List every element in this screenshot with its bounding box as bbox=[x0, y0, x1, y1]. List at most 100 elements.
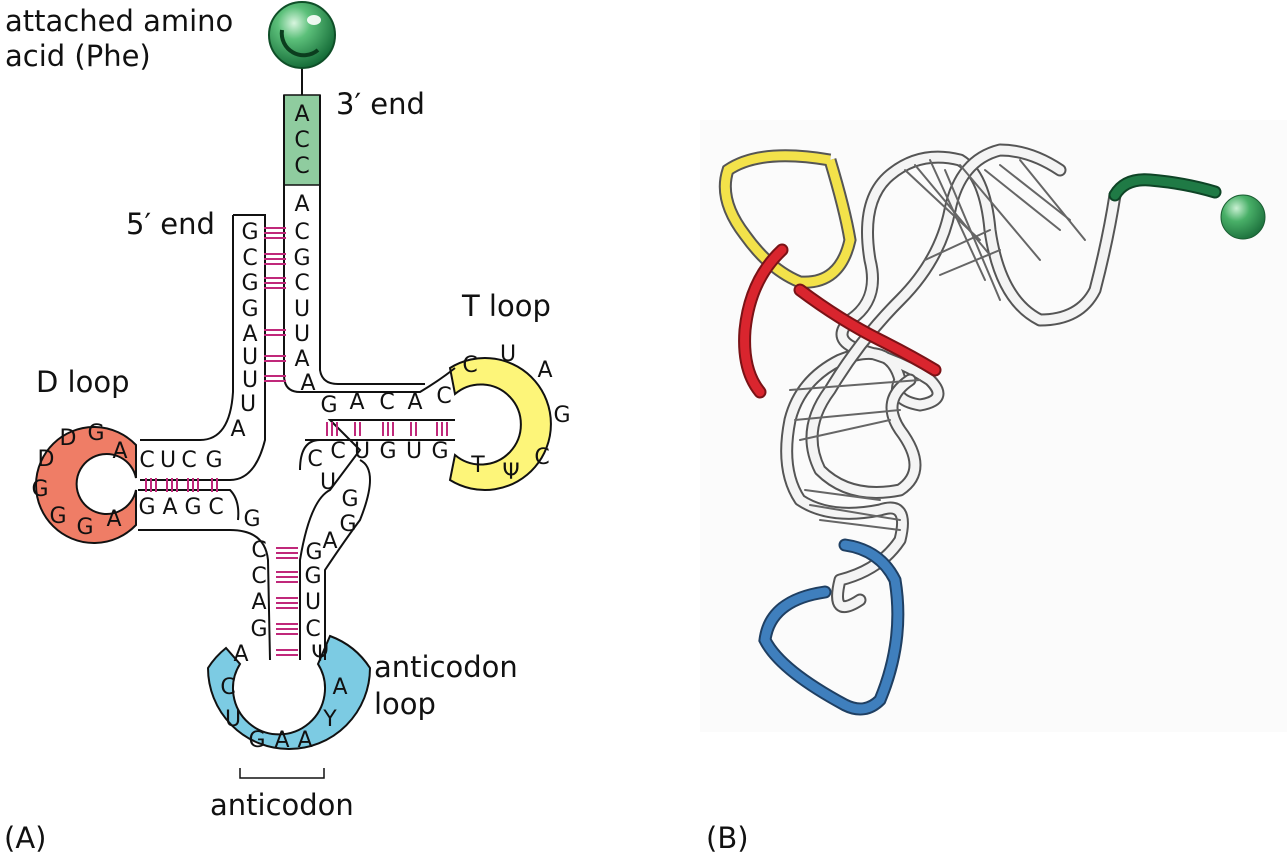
anticodon-bracket bbox=[239, 768, 325, 779]
three-prime-end-label: 3′ end bbox=[336, 87, 425, 121]
nucleotide: C bbox=[534, 445, 549, 470]
nucleotide: G bbox=[205, 448, 222, 473]
t-loop-letters: C U A G C Ψ T bbox=[462, 342, 570, 485]
nucleotide: G bbox=[243, 507, 260, 532]
nucleotide: G bbox=[241, 271, 258, 296]
nucleotide: G bbox=[305, 540, 322, 565]
nucleotide: C bbox=[251, 538, 266, 563]
nucleotide: G bbox=[49, 504, 66, 529]
panel-a-tag: (A) bbox=[4, 821, 46, 855]
nucleotide: U bbox=[305, 590, 321, 615]
amino-acid-highlight bbox=[279, 29, 320, 58]
nucleotide: A bbox=[162, 495, 177, 520]
d-stem: C U C G G A G C bbox=[138, 448, 223, 520]
nucleotide: A bbox=[112, 439, 127, 464]
ribbon-backbone bbox=[780, 143, 1122, 614]
nucleotide: A bbox=[233, 642, 248, 667]
amino-acid-label-line1: attached amino bbox=[5, 4, 233, 38]
nucleotide: C bbox=[181, 448, 196, 473]
anticodon-loop-region bbox=[206, 634, 372, 750]
nucleotide: A bbox=[106, 507, 121, 532]
nucleotide: G bbox=[241, 220, 258, 245]
nucleotide: A bbox=[294, 347, 309, 372]
anticodon-loop-label-line1: anticodon bbox=[374, 650, 518, 684]
nucleotide: A bbox=[332, 675, 347, 700]
nucleotide: U bbox=[320, 470, 336, 495]
nucleotide: G bbox=[293, 246, 310, 271]
anticodon-label: anticodon bbox=[210, 788, 354, 822]
nucleotide: A bbox=[537, 358, 552, 383]
nucleotide: U bbox=[240, 392, 256, 417]
nucleotide: U bbox=[500, 342, 516, 367]
nucleotide: G bbox=[184, 495, 201, 520]
nucleotide: U bbox=[294, 322, 310, 347]
nucleotide: G bbox=[76, 515, 93, 540]
nucleotide: C bbox=[294, 220, 309, 245]
nucleotide: A bbox=[297, 728, 312, 753]
nucleotide: G bbox=[339, 512, 356, 537]
panel-b-tag: (B) bbox=[706, 821, 749, 855]
nucleotide: G bbox=[379, 439, 396, 464]
nucleotide: U bbox=[294, 297, 310, 322]
acceptor-5prime-strand: G C G G A U U U A bbox=[230, 220, 258, 442]
nucleotide: D bbox=[38, 447, 55, 472]
nucleotide: U bbox=[242, 345, 258, 370]
nucleotide: C bbox=[294, 128, 309, 153]
amino-acid-label-line2: acid (Phe) bbox=[5, 39, 151, 73]
d-loop-region bbox=[35, 426, 137, 544]
variable-loop: C U G A G bbox=[307, 447, 358, 554]
panel-b-3d-structure: (B) bbox=[700, 120, 1287, 855]
nucleotide: C bbox=[307, 447, 322, 472]
nucleotide: C bbox=[379, 390, 394, 415]
nucleotide: A bbox=[322, 529, 337, 554]
anticodon-loop-letters: C U G A A Y A bbox=[220, 675, 347, 753]
nucleotide: A bbox=[242, 322, 257, 347]
d-stem-base-pairs bbox=[145, 478, 218, 492]
panel-a-cloverleaf: A C C A C G C U U A A G C G G A U U U A … bbox=[4, 1, 571, 855]
amino-acid-sphere bbox=[268, 1, 336, 69]
five-prime-end-label: 5′ end bbox=[126, 207, 215, 241]
nucleotide: U bbox=[225, 707, 241, 732]
nucleotide: G bbox=[431, 439, 448, 464]
nucleotide: A bbox=[251, 590, 266, 615]
nucleotide: Ψ bbox=[502, 460, 519, 485]
nucleotide: C bbox=[208, 495, 223, 520]
d-loop-label: D loop bbox=[36, 365, 130, 399]
nucleotide: A bbox=[407, 390, 422, 415]
amino-acid-shine bbox=[307, 15, 321, 25]
anticodon-stem: G C C A G A G G U C Ψ bbox=[233, 507, 328, 667]
anticodon-loop-label-line2: loop bbox=[374, 687, 436, 721]
nucleotide: A bbox=[230, 417, 245, 442]
nucleotide: D bbox=[60, 426, 77, 451]
nucleotide: G bbox=[248, 728, 265, 753]
nucleotide: Y bbox=[322, 707, 337, 732]
nucleotide: G bbox=[341, 487, 358, 512]
nucleotide: A bbox=[300, 371, 315, 396]
nucleotide: U bbox=[406, 439, 422, 464]
nucleotide: C bbox=[294, 154, 309, 179]
t-stem-base-pairs bbox=[326, 422, 448, 436]
nucleotide: U bbox=[242, 368, 258, 393]
nucleotide: A bbox=[274, 728, 289, 753]
nucleotide: C bbox=[242, 246, 257, 271]
nucleotide: U bbox=[354, 439, 370, 464]
nucleotide: C bbox=[251, 564, 266, 589]
t-loop-region bbox=[448, 357, 552, 491]
nucleotide: C bbox=[330, 439, 345, 464]
nucleotide: G bbox=[87, 421, 104, 446]
anticodon-stem-base-pairs bbox=[276, 547, 298, 656]
nucleotide: T bbox=[470, 453, 485, 478]
t-loop-label: T loop bbox=[461, 289, 551, 323]
nucleotide: C bbox=[305, 617, 320, 642]
acceptor-base-pairs bbox=[264, 227, 286, 382]
nucleotide: G bbox=[31, 477, 48, 502]
nucleotide: G bbox=[304, 564, 321, 589]
nucleotide: C bbox=[294, 271, 309, 296]
nucleotide: C bbox=[462, 353, 477, 378]
ribbon-anticodon-loop-blue-fill bbox=[760, 540, 903, 714]
nucleotide: G bbox=[138, 495, 155, 520]
ribbon-3prime-green-fill bbox=[1110, 175, 1220, 200]
nucleotide: G bbox=[553, 403, 570, 428]
nucleotide: G bbox=[250, 617, 267, 642]
